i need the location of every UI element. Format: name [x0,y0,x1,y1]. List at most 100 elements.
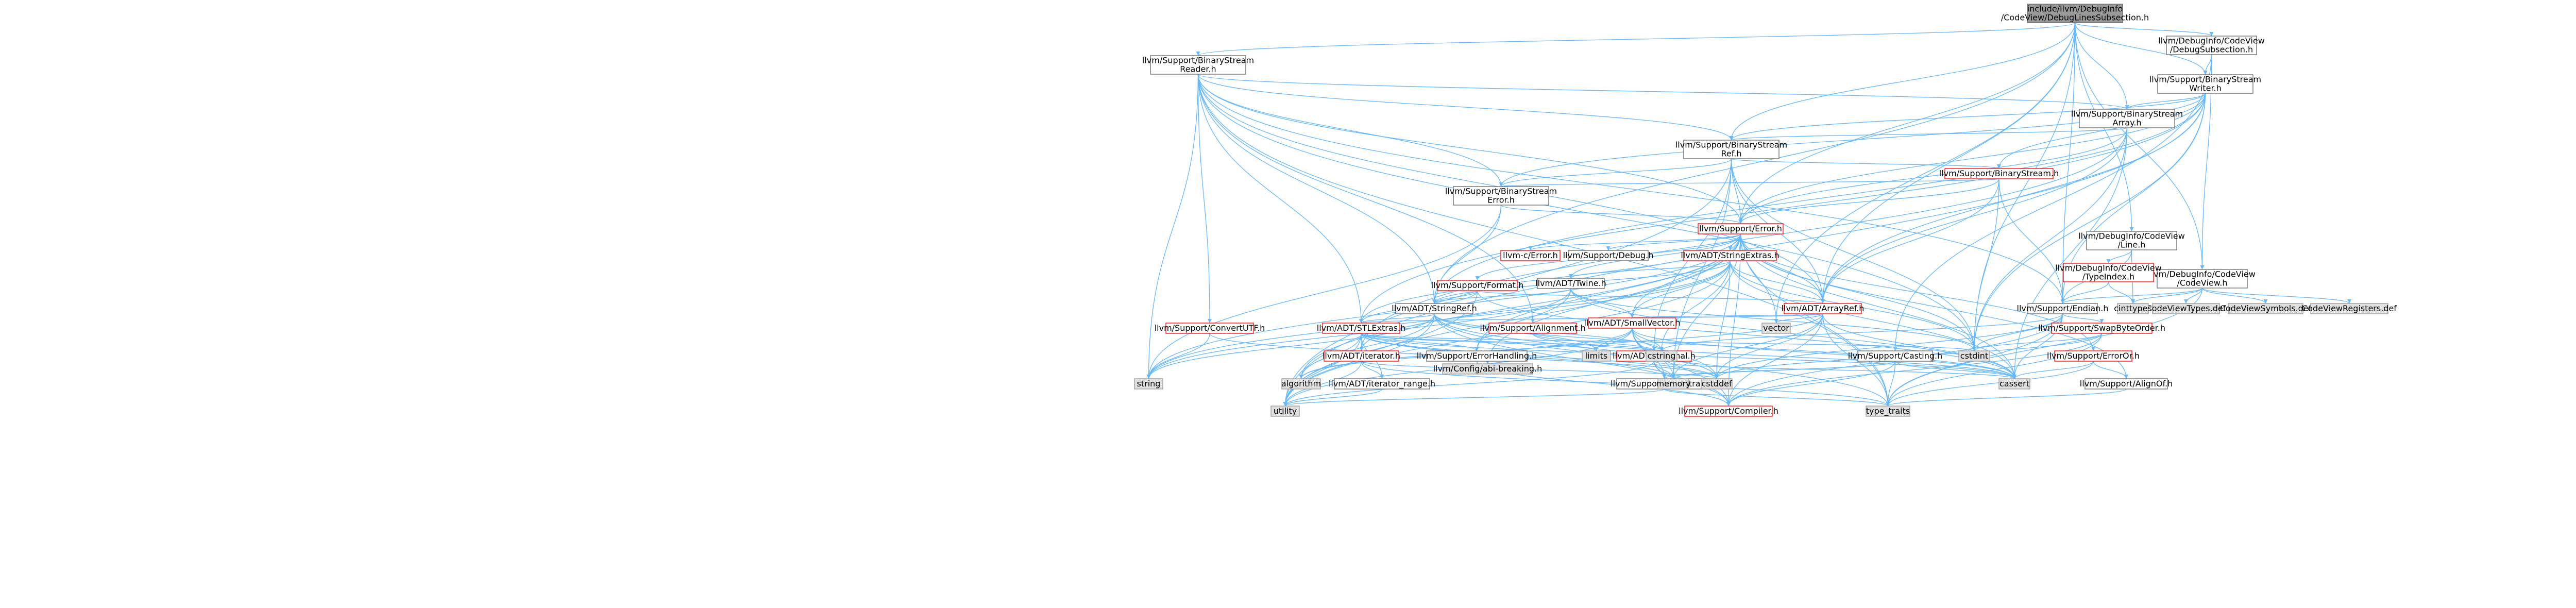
node-box-cerror [1500,250,1561,261]
node-label-stringref-0: llvm/ADT/StringRef.h [1392,303,1477,313]
edge-arrowhead-typeindex-to-endian [2060,299,2065,303]
node-label-typeindex-1: /TypeIndex.h [2082,272,2134,282]
node-error[interactable]: llvm/Support/Error.h [1698,223,1784,234]
node-label-alignment-0: llvm/Support/Alignment.h [1480,323,1585,333]
node-cvmain[interactable]: llvm/DebugInfo/CodeView/CodeView.h [2149,269,2256,289]
node-box-twine [1537,278,1605,289]
node-label-cstddef-0: cstddef [1701,379,1732,389]
node-box-stlextras [1322,323,1400,334]
node-errhandling[interactable]: llvm/Support/ErrorHandling.h [1417,350,1537,362]
node-label-typeindex-0: llvm/DebugInfo/CodeView [2055,263,2162,273]
edge-casting-to-memory [1673,361,1896,379]
edge-bsref-to-bstream [1731,158,1999,169]
edge-casting-to-compiler [1728,361,1896,407]
node-label-dbgsubsec-0: llvm/DebugInfo/CodeView [2158,36,2265,46]
node-casting[interactable]: llvm/Support/Casting.h [1848,350,1943,362]
edge-arrowhead-endian-to-swapbyte [2099,319,2104,323]
node-format[interactable]: llvm/Support/Format.h [1431,280,1524,291]
node-convutf[interactable]: llvm/Support/ConvertUTF.h [1155,323,1265,334]
edge-error-to-smallvec [1632,233,1741,318]
edge-bswriter-to-bserror [1500,93,2206,187]
edge-arrowhead-cvmain-to-typetraitsstd [1886,402,1890,406]
node-box-error [1698,223,1784,234]
edge-swapbyte-to-cstdint [1974,333,2103,351]
node-dbgsubsec[interactable]: llvm/DebugInfo/CodeView/DebugSubsection.… [2158,36,2265,55]
node-stringref[interactable]: llvm/ADT/StringRef.h [1392,303,1477,314]
node-box-arrayref [1784,303,1862,314]
node-alignment[interactable]: llvm/Support/Alignment.h [1480,323,1586,334]
edge-arrowhead-casting-to-typetraits [1662,375,1667,379]
node-label-arrayref-0: llvm/ADT/ArrayRef.h [1782,303,1865,313]
node-typetraitsstd: type_traits [1866,406,1910,417]
edge-arrowhead-error-to-debug [1606,246,1611,250]
node-bstream[interactable]: llvm/Support/BinaryStream.h [1939,168,2059,179]
node-box-algorithm [1281,378,1321,390]
edge-arrowhead-typeindex-to-cinttypes [2131,299,2135,303]
edge-arrowhead-stlextras-to-iterator [1359,347,1364,351]
node-compiler[interactable]: llvm/Support/Compiler.h [1679,406,1778,417]
edge-arrowhead-convutf-to-string [1146,375,1151,379]
node-twine[interactable]: llvm/ADT/Twine.h [1535,278,1606,289]
edge-bstream-to-error [1740,178,1999,224]
node-iterator[interactable]: llvm/ADT/iterator.h [1323,350,1400,362]
edge-arrowhead-stlextras-to-algorithm [1299,375,1303,379]
edge-arrowhead-root-to-dbgsubsec [2209,32,2214,36]
node-cfgabi: llvm/Config/abi-breaking.h [1433,363,1542,375]
node-root[interactable]: include/llvm/DebugInfo/CodeView/DebugLin… [2001,4,2149,23]
node-debug[interactable]: llvm/Support/Debug.h [1563,250,1654,261]
node-strextras[interactable]: llvm/ADT/StringExtras.h [1681,250,1780,261]
node-label-bsref-1: Ref.h [1721,149,1742,159]
node-alignof[interactable]: llvm/Support/AlignOf.h [2080,378,2173,390]
node-box-bsref [1683,140,1780,159]
edge-arrowhead-iterator-to-iterrange [1380,375,1384,379]
node-endian[interactable]: llvm/Support/Endian.h [2017,303,2109,314]
edge-root-to-cvmain [2074,22,2203,270]
node-box-alignment [1488,323,1577,334]
node-string: string [1134,378,1163,390]
node-cerror[interactable]: llvm-c/Error.h [1500,250,1561,261]
node-label-convutf-0: llvm/Support/ConvertUTF.h [1155,323,1265,333]
edge-arrowhead-root-to-bsreader [1196,52,1200,56]
node-cvregs: CodeViewRegisters.def [2302,303,2397,314]
edge-smallvec-to-cassert [1632,328,2015,379]
node-smallvec[interactable]: llvm/ADT/SmallVector.h [1584,317,1681,329]
node-swapbyte[interactable]: llvm/Support/SwapByteOrder.h [2038,323,2165,334]
edge-stringref-to-string [1148,313,1435,379]
edge-format-to-arrayref [1477,290,1823,304]
node-label-algorithm-0: algorithm [1281,379,1321,389]
node-label-root-1: /CodeView/DebugLinesSubsection.h [2001,13,2149,23]
node-arrayref[interactable]: llvm/ADT/ArrayRef.h [1782,303,1865,314]
node-cvline[interactable]: llvm/DebugInfo/CodeView/Line.h [2078,231,2185,250]
edge-bserror-to-error [1500,205,1741,224]
edge-endian-to-cstring [1661,313,2063,351]
node-label-bserror-1: Error.h [1487,195,1515,205]
edge-error-to-compiler [1728,233,1741,407]
node-box-utility [1270,406,1300,417]
edge-strextras-to-cassert [1730,260,2015,379]
edge-twine-to-stringref [1434,288,1571,304]
edge-typetraits-to-typetraitsstd [1664,389,1889,407]
edge-endian-to-swapbyte [2062,313,2103,324]
node-typeindex[interactable]: llvm/DebugInfo/CodeView/TypeIndex.h [2055,263,2162,282]
node-iterrange[interactable]: llvm/ADT/iterator_range.h [1329,378,1435,390]
edge-strextras-to-string [1148,260,1731,379]
edge-bstream-to-arrayref [1822,178,1999,304]
edge-arrowhead-endian-to-cstring [1659,347,1664,351]
node-erroror[interactable]: llvm/Support/ErrorOr.h [2047,350,2140,362]
edge-bsarray-to-error [1740,127,2128,224]
edge-arrowhead-swapbyte-to-cstddef [1715,375,1719,379]
edge-arrowhead-error-to-strextras [1728,246,1732,250]
edge-arrowhead-bserror-to-error [1738,219,1743,224]
edge-stlextras-to-errhandling [1361,333,1478,351]
edge-arrowhead-format-to-arrayref [1821,299,1825,303]
edge-erroror-to-cassert [2014,361,2094,379]
node-stlextras[interactable]: llvm/ADT/STLExtras.h [1317,323,1405,334]
edge-optional-to-cassert [1653,361,2015,379]
edge-stlextras-to-cstddef [1361,333,1717,379]
node-cinttypes: cinttypes [2114,303,2152,314]
